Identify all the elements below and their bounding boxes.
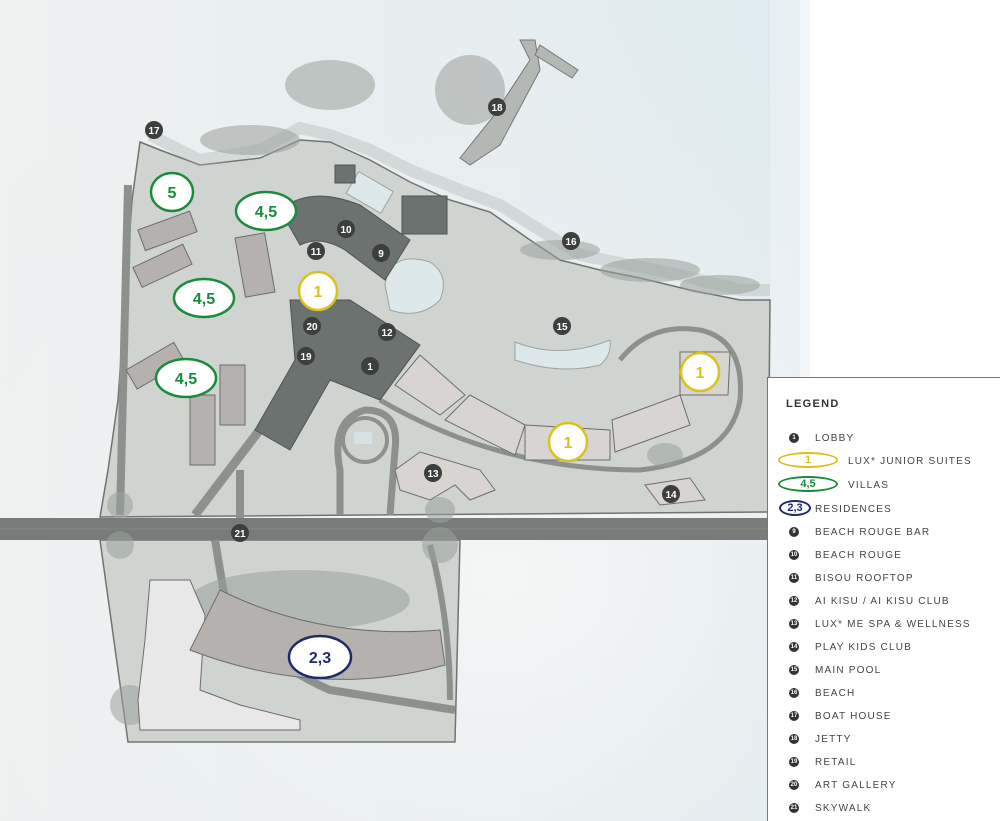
legend-item-label: LUX* ME SPA & WELLNESS xyxy=(815,618,971,630)
marker-dot-icon: 15 xyxy=(789,665,799,675)
legend-item-label: RETAIL xyxy=(815,756,857,768)
spa-building xyxy=(394,451,496,501)
pools xyxy=(345,170,611,370)
legend-item-label: AI KISU / AI KISU CLUB xyxy=(815,595,950,607)
zone-4-5-b[interactable]: 4,5 xyxy=(172,277,236,319)
zone-2-3[interactable]: 2,3 xyxy=(287,634,353,680)
marker-17[interactable]: 17 xyxy=(145,121,163,139)
zone-4-5-a[interactable]: 4,5 xyxy=(234,190,298,232)
svg-text:18: 18 xyxy=(491,103,503,114)
svg-text:10: 10 xyxy=(340,225,352,236)
zone-5[interactable]: 5 xyxy=(149,171,195,213)
marker-dot-icon: 20 xyxy=(789,780,799,790)
legend-item-label: BEACH xyxy=(815,687,856,699)
legend-item-label: LUX* JUNIOR SUITES xyxy=(848,455,972,467)
legend-item-label: BEACH ROUGE xyxy=(815,549,903,561)
svg-text:9: 9 xyxy=(378,249,384,260)
marker-dot-icon: 18 xyxy=(789,734,799,744)
legend-item-label: RESIDENCES xyxy=(815,503,893,515)
marker-dot-icon: 21 xyxy=(789,803,799,813)
legend-item-label: LOBBY xyxy=(815,432,855,444)
marker-12[interactable]: 12 xyxy=(378,323,396,341)
legend-item-label: JETTY xyxy=(815,733,852,745)
zone-1-b-label: 1 xyxy=(696,365,705,382)
legend-item-label: PLAY KIDS CLUB xyxy=(815,641,913,653)
legend-item-label: MAIN POOL xyxy=(815,664,882,676)
marker-dot-icon: 14 xyxy=(789,642,799,652)
marker-13[interactable]: 13 xyxy=(424,464,442,482)
svg-text:19: 19 xyxy=(300,352,312,363)
main-building xyxy=(254,164,448,451)
residence-buildings xyxy=(137,579,446,731)
svg-text:16: 16 xyxy=(565,237,577,248)
marker-16[interactable]: 16 xyxy=(562,232,580,250)
marker-21[interactable]: 21 xyxy=(231,524,249,542)
marker-19[interactable]: 19 xyxy=(297,347,315,365)
legend-item-label: BISOU ROOFTOP xyxy=(815,572,914,584)
marker-dot-icon: 16 xyxy=(789,688,799,698)
zone-4-5-b-label: 4,5 xyxy=(193,291,215,308)
marker-20[interactable]: 20 xyxy=(303,317,321,335)
zone-4-5-c-label: 4,5 xyxy=(175,371,197,388)
marker-14[interactable]: 14 xyxy=(662,485,680,503)
svg-text:17: 17 xyxy=(148,126,160,137)
legend-item-label: SKYWALK xyxy=(815,802,872,814)
zone-4-5-a-label: 4,5 xyxy=(255,204,277,221)
zone-1-a-label: 1 xyxy=(314,284,323,301)
legend-title: LEGEND xyxy=(786,398,840,410)
legend-item-label: VILLAS xyxy=(848,479,890,491)
jetty xyxy=(459,39,579,166)
zone-1-b[interactable]: 1 xyxy=(679,351,721,393)
marker-dot-icon: 9 xyxy=(789,527,799,537)
villa-blocks xyxy=(125,210,276,466)
svg-text:1: 1 xyxy=(367,362,373,373)
marker-dot-icon: 11 xyxy=(789,573,799,583)
right-margin xyxy=(800,0,1000,380)
marker-10[interactable]: 10 xyxy=(337,220,355,238)
marker-dot-icon: 17 xyxy=(789,711,799,721)
marker-dot-icon: 10 xyxy=(789,550,799,560)
marker-dot-icon: 19 xyxy=(789,757,799,767)
legend-panel: LEGEND 1 LOBBY 1 LUX* JUNIOR SUITES 4,5 … xyxy=(767,377,1000,821)
navy-oval-icon: 2,3 xyxy=(779,500,811,516)
svg-text:13: 13 xyxy=(427,469,439,480)
marker-dot-icon: 12 xyxy=(789,596,799,606)
marker-18[interactable]: 18 xyxy=(488,98,506,116)
marker-dot-icon: 13 xyxy=(789,619,799,629)
marker-9[interactable]: 9 xyxy=(372,244,390,262)
svg-text:20: 20 xyxy=(306,322,318,333)
legend-item-label: BEACH ROUGE BAR xyxy=(815,526,931,538)
marker-dot-icon: 1 xyxy=(789,433,799,443)
svg-text:12: 12 xyxy=(381,328,393,339)
marker-11[interactable]: 11 xyxy=(307,242,325,260)
zone-4-5-c[interactable]: 4,5 xyxy=(154,357,218,399)
svg-text:14: 14 xyxy=(665,490,677,501)
svg-text:21: 21 xyxy=(234,529,246,540)
svg-text:15: 15 xyxy=(556,322,568,333)
marker-15[interactable]: 15 xyxy=(553,317,571,335)
yellow-oval-icon: 1 xyxy=(778,452,838,468)
zone-2-3-label: 2,3 xyxy=(309,650,331,667)
zone-1-c-label: 1 xyxy=(564,435,573,452)
zone-5-label: 5 xyxy=(168,185,177,202)
legend-item-label: ART GALLERY xyxy=(815,779,897,791)
legend-item-label: BOAT HOUSE xyxy=(815,710,892,722)
marker-1[interactable]: 1 xyxy=(361,357,379,375)
svg-text:11: 11 xyxy=(311,247,322,258)
green-oval-icon: 4,5 xyxy=(778,476,838,492)
zone-1-c[interactable]: 1 xyxy=(547,421,589,463)
zone-1-a[interactable]: 1 xyxy=(297,270,339,312)
